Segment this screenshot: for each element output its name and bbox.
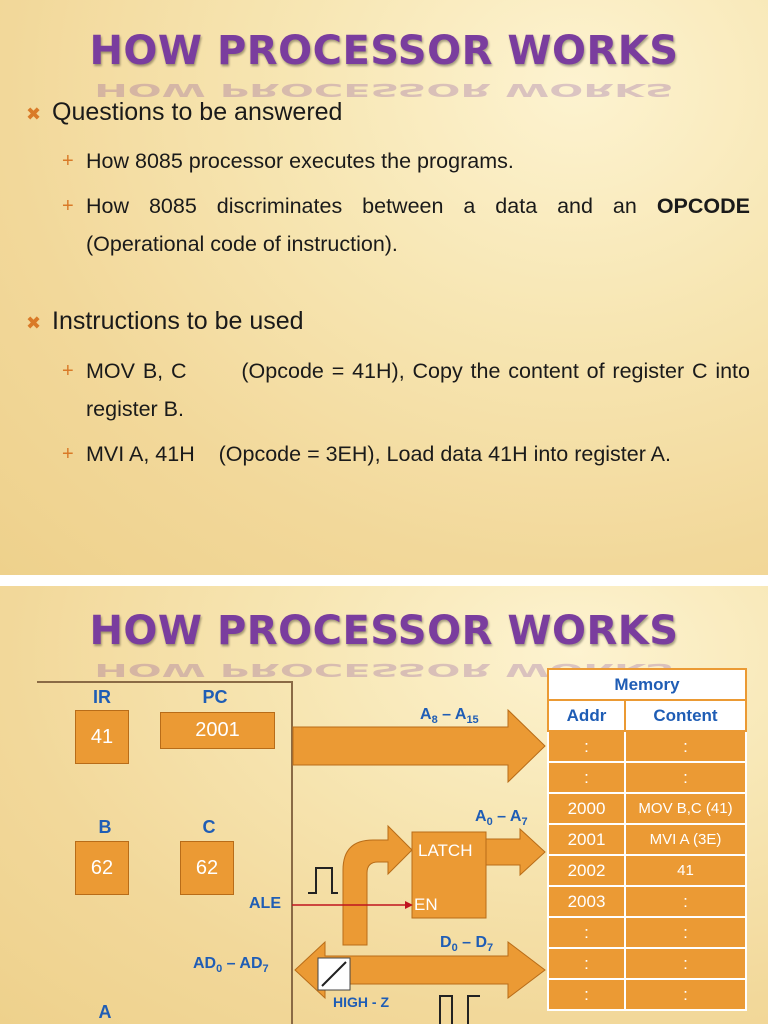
a-label: A xyxy=(98,1002,112,1022)
b-register: 62 xyxy=(75,841,129,895)
pc-register: 2001 xyxy=(160,712,275,749)
data-bus-label: D0 – D7 xyxy=(440,934,494,955)
list-item: + How 8085 discriminates between a data … xyxy=(62,187,750,263)
pc-label: PC xyxy=(202,687,228,707)
list-item: + How 8085 processor executes the progra… xyxy=(62,142,750,180)
table-row: :: xyxy=(547,916,747,949)
table-row: :: xyxy=(547,947,747,980)
table-row: :: xyxy=(547,761,747,794)
low-address-bus-arrow xyxy=(485,827,546,877)
c-register: 62 xyxy=(180,841,234,895)
x-bullet-icon: ✖ xyxy=(26,313,42,333)
high-address-label: A8 – A15 xyxy=(420,706,479,727)
plus-bullet-icon: + xyxy=(62,195,74,217)
table-row: 2003: xyxy=(547,885,747,918)
highz-label: HIGH - Z xyxy=(333,994,389,1010)
ale-pulse-icon xyxy=(308,867,338,894)
ad-bus-branch-arrow xyxy=(342,824,413,946)
list-item: + MOV B, C (Opcode = 41H), Copy the cont… xyxy=(62,352,750,428)
bottom-pulse-icon xyxy=(439,995,480,1024)
latch-box xyxy=(411,831,487,919)
ir-label: IR xyxy=(93,687,111,707)
list-item: + MVI A, 41H (Opcode = 3EH), Load data 4… xyxy=(62,435,750,473)
high-address-bus-arrow xyxy=(292,708,546,784)
slide-1: HOW PROCESSOR WORKS HOW PROCESSOR WORKS … xyxy=(0,0,768,575)
slide-title: HOW PROCESSOR WORKS xyxy=(89,28,679,74)
ale-arrowhead-icon xyxy=(405,901,413,909)
en-label: EN xyxy=(414,895,438,914)
plus-bullet-icon: + xyxy=(62,443,74,465)
c-label: C xyxy=(202,817,216,837)
low-address-label: A0 – A7 xyxy=(475,808,528,829)
slide-gap xyxy=(0,575,768,586)
content-column-header: Content xyxy=(624,699,747,732)
x-bullet-icon: ✖ xyxy=(26,104,42,124)
cpu-border-right xyxy=(291,681,293,1024)
cpu-border-top xyxy=(37,681,292,683)
slide-title: HOW PROCESSOR WORKS xyxy=(89,608,679,654)
memory-title: Memory xyxy=(547,668,747,701)
latch-label: LATCH xyxy=(418,841,473,860)
ale-label: ALE xyxy=(249,895,281,912)
table-row: :: xyxy=(547,978,747,1011)
plus-bullet-icon: + xyxy=(62,150,74,172)
ad-bus-label: AD0 – AD7 xyxy=(193,955,269,976)
plus-bullet-icon: + xyxy=(62,360,74,382)
opcode-emphasis: OPCODE xyxy=(656,194,750,218)
table-row: :: xyxy=(547,730,747,763)
ir-register: 41 xyxy=(75,710,129,764)
b-label: B xyxy=(98,817,112,837)
addr-column-header: Addr xyxy=(547,699,626,732)
